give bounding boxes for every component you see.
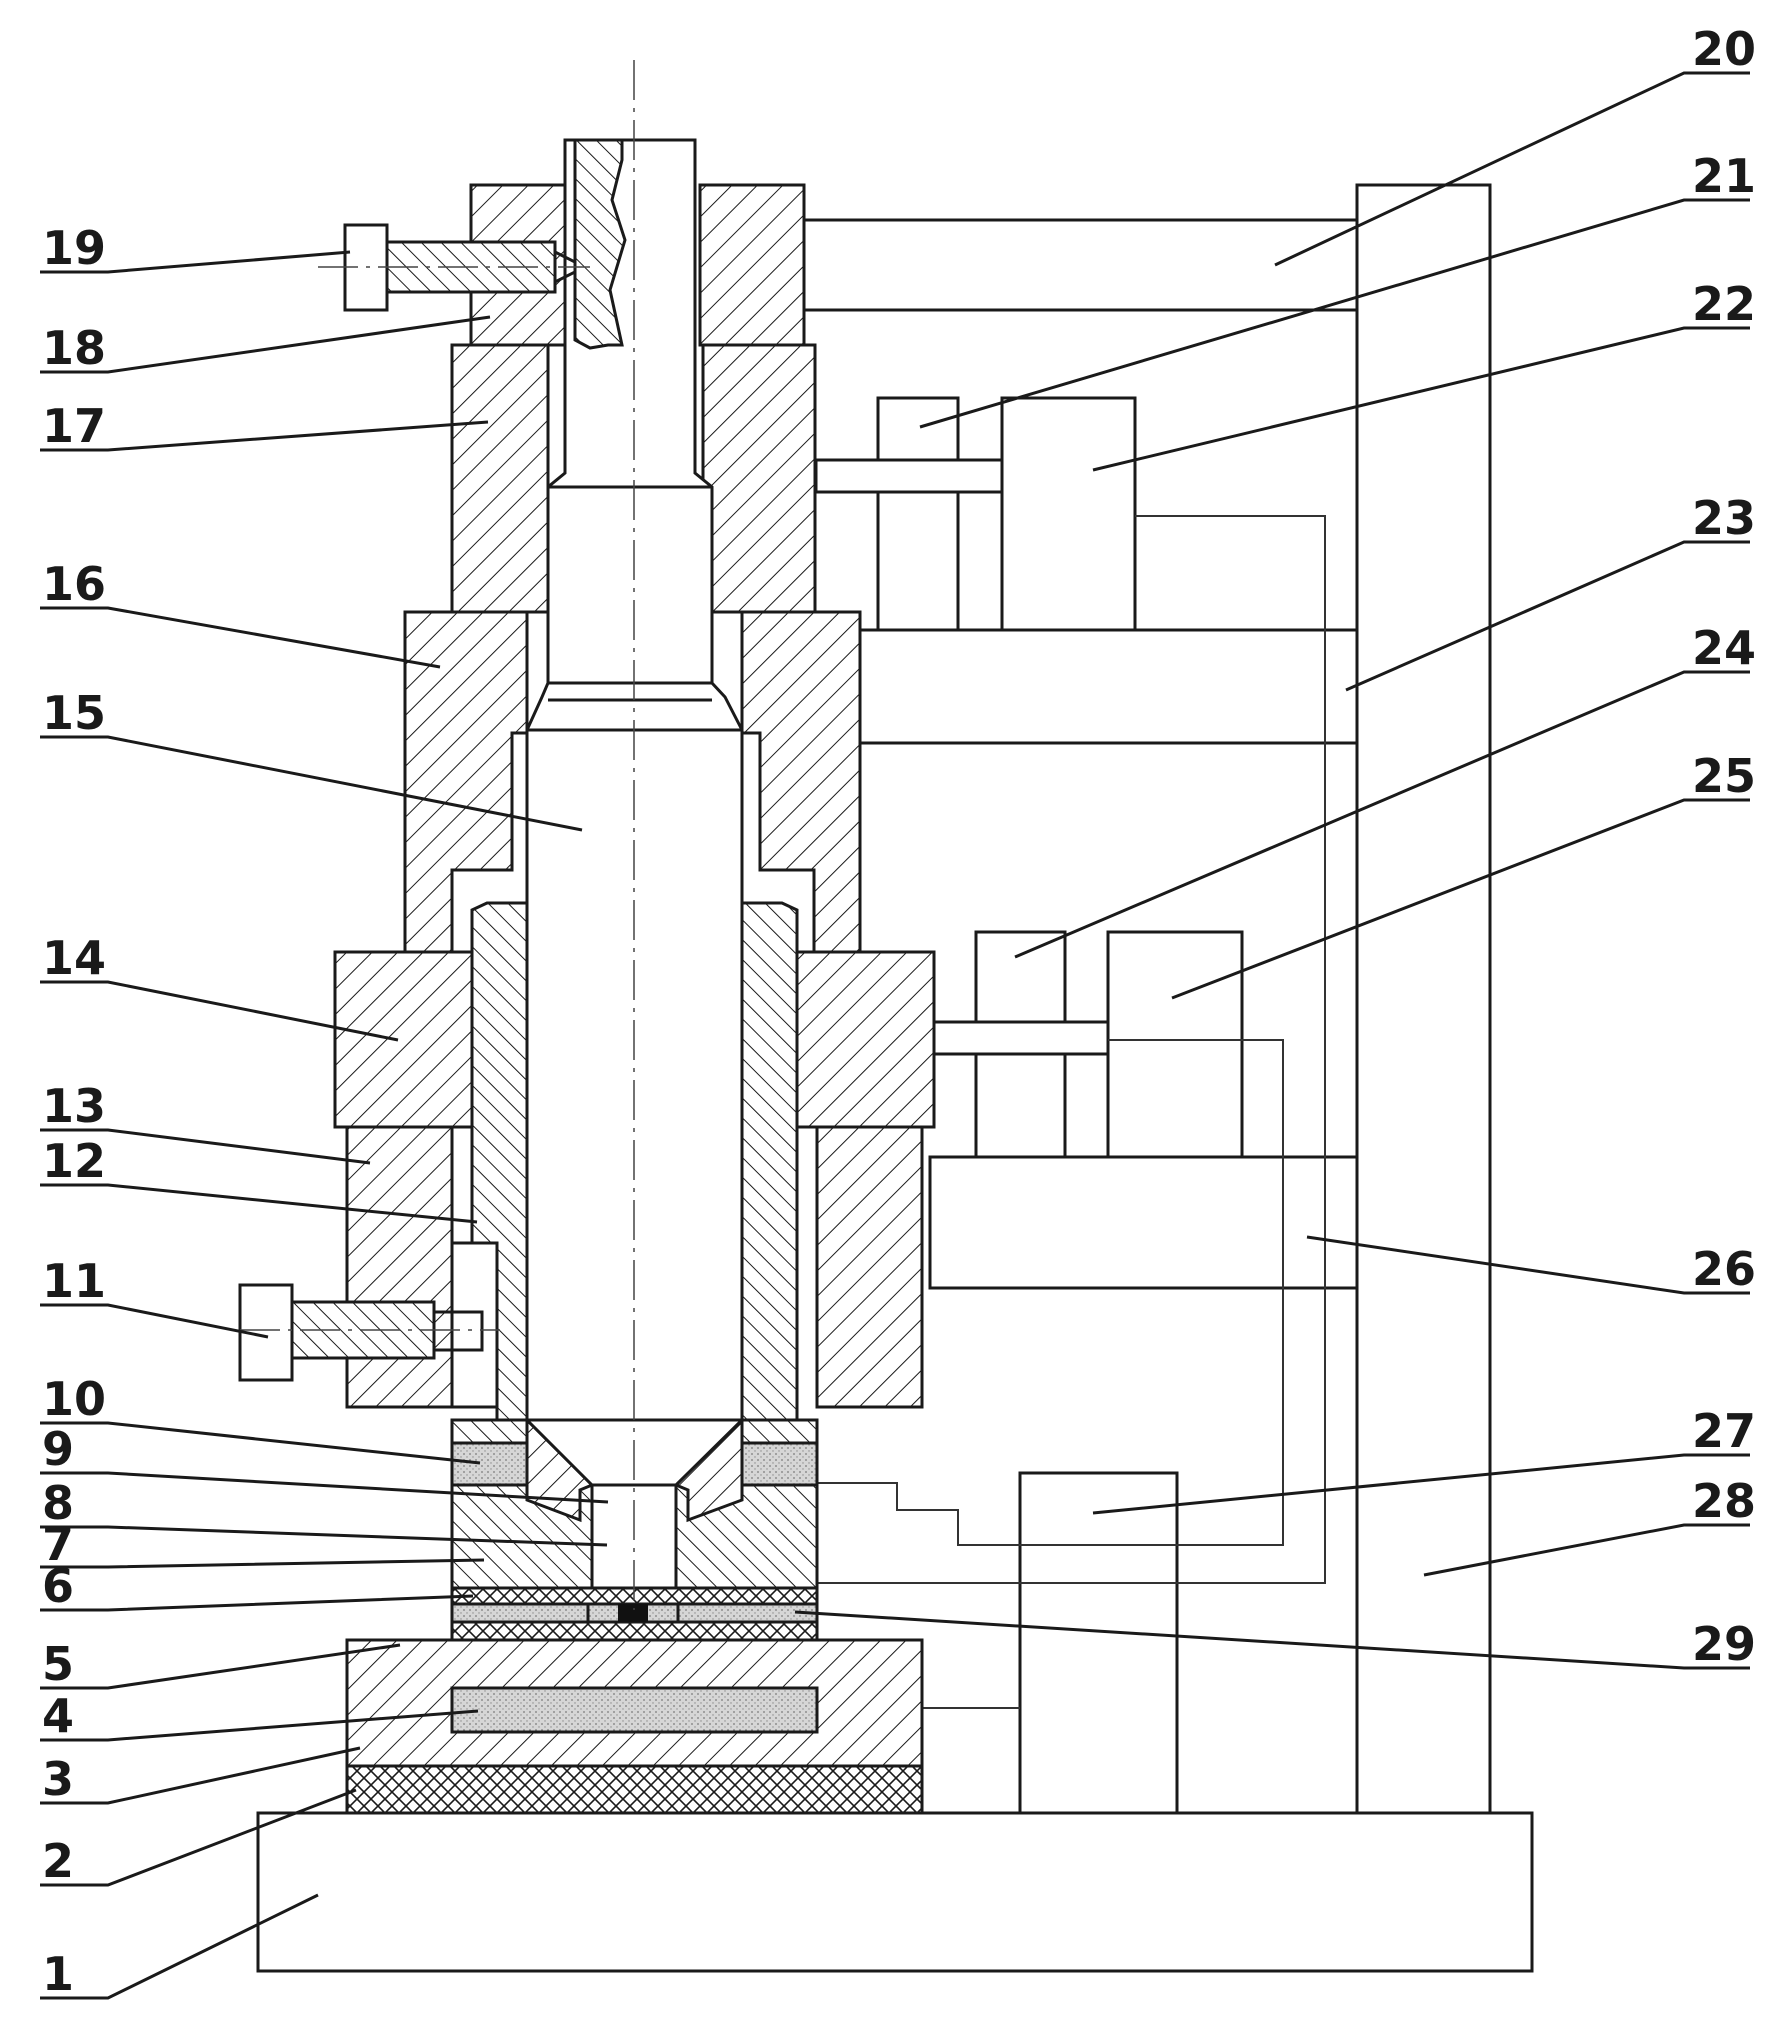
upper-housing-left [403,610,529,954]
label-19: 19 [42,221,106,275]
specimen-insert [618,1604,648,1622]
guide-bushing-right [701,343,817,614]
label-2: 2 [42,1834,74,1888]
label-29: 29 [1692,1617,1756,1671]
top-yoke-right [698,183,806,347]
retaining-clip [573,138,627,350]
spacer-ring-right [740,1441,819,1487]
label-21: 21 [1692,149,1756,203]
label-3: 3 [42,1752,74,1806]
top-crossbar [802,218,1359,312]
label-11: 11 [42,1254,106,1308]
insulation-layer [345,1764,924,1815]
lower-sensor-large [1106,930,1244,1159]
guide-sleeve-right [740,901,799,1422]
upper-sensor-small [876,396,960,632]
lower-housing-right [815,1125,924,1409]
leader-lines [40,71,1750,2000]
base-plate [256,1811,1534,1973]
label-15: 15 [42,686,106,740]
lower-platform [928,1155,1359,1290]
label-23: 23 [1692,491,1756,545]
lower-screw-seat [450,1241,499,1409]
label-18: 18 [42,321,106,375]
label-16: 16 [42,557,106,611]
label-5: 5 [42,1637,74,1691]
label-9: 9 [42,1422,74,1476]
label-13: 13 [42,1079,106,1133]
clamp-collar-right [795,950,936,1129]
label-25: 25 [1692,749,1756,803]
lower-block [1018,1471,1179,1815]
lower-cable [818,1039,1284,1546]
label-14: 14 [42,931,106,985]
label-8: 8 [42,1476,74,1530]
guide-bushing-left [450,343,550,614]
label-27: 27 [1692,1404,1756,1458]
lower-bracket [928,1020,1110,1056]
label-20: 20 [1692,22,1756,76]
label-7: 7 [42,1517,74,1571]
upper-sensor-large [1000,396,1137,632]
label-24: 24 [1692,621,1756,675]
ring-top-left [450,1418,529,1445]
right-column [1355,183,1492,1815]
upper-platform [858,628,1359,745]
label-26: 26 [1692,1242,1756,1296]
clamp-collar-left [333,950,474,1129]
lower-housing-left [345,1125,454,1409]
label-6: 6 [42,1559,74,1613]
label-17: 17 [42,399,106,453]
label-28: 28 [1692,1474,1756,1528]
heating-element [450,1686,819,1734]
upper-housing-right [740,610,862,954]
guide-sleeve-left [470,901,529,1422]
bottom-layer [450,1620,819,1642]
spacer-ring-left [450,1441,529,1487]
label-1: 1 [42,1947,74,2001]
label-10: 10 [42,1372,106,1426]
label-4: 4 [42,1689,74,1743]
label-12: 12 [42,1134,106,1188]
ring-top-right [740,1418,819,1445]
upper-bracket [814,458,1004,494]
label-22: 22 [1692,277,1756,331]
part-labels: 1 2 3 4 5 6 7 8 9 10 11 12 13 14 15 16 1… [42,22,1756,2001]
